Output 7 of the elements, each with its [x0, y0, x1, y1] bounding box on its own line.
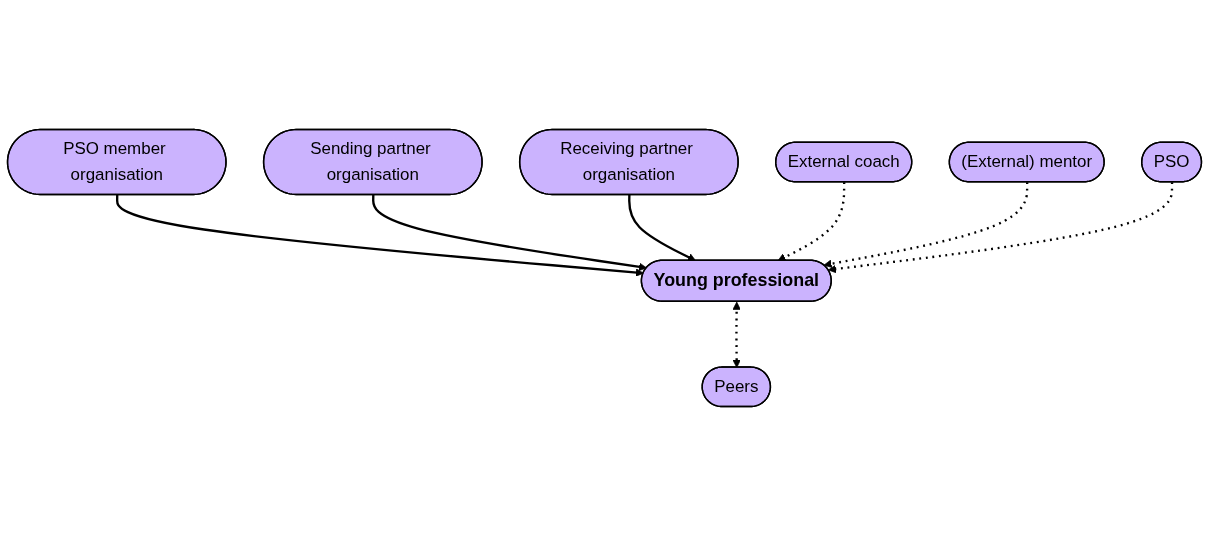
arrow: [827, 182, 1174, 274]
arrow: [372, 194, 648, 271]
arrow: [628, 194, 696, 262]
arrow: [115, 194, 644, 277]
arrow: [823, 182, 1029, 268]
arrow: [732, 301, 741, 368]
arrow: [777, 182, 846, 262]
